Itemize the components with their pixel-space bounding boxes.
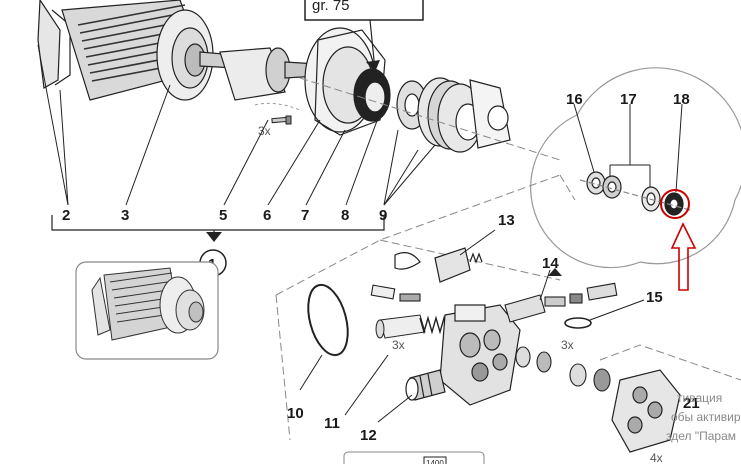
watermark-line-3: здел "Парам [666, 429, 736, 443]
rotor-part [219, 47, 319, 101]
bottom-label-frame [343, 451, 485, 464]
leader-lines-seals [573, 103, 683, 193]
motor-axis-line [299, 77, 561, 161]
qty-spring: 3x [392, 338, 405, 352]
part-number-10: 10 [287, 405, 304, 422]
motor-housing [37, 0, 236, 101]
reference-box: gr. 75 [312, 0, 350, 14]
manifold-part [611, 369, 681, 453]
part-number-13: 13 [498, 212, 515, 229]
leader-lines-motor [37, 44, 436, 206]
bottom-label: 1400 [426, 459, 444, 464]
seal-parts [579, 171, 691, 216]
valve-pointer [548, 268, 562, 276]
qty-bolts: 4x [650, 451, 663, 464]
part-number-15: 15 [646, 289, 663, 306]
o-ring-part [307, 283, 349, 357]
qty-screws-motor: 3x [258, 124, 271, 138]
motor-screw [254, 102, 301, 125]
part-number-12: 12 [360, 427, 377, 444]
reference-box-frame [304, 0, 424, 21]
flange-housing [304, 27, 391, 136]
part-number-5: 5 [219, 207, 227, 224]
part-number-8: 8 [341, 207, 349, 224]
part-number-6: 6 [263, 207, 271, 224]
qty-valves: 3x [561, 338, 574, 352]
group-pointer-arrow [206, 232, 222, 242]
part-number-9: 9 [379, 207, 387, 224]
part-number-16: 16 [566, 91, 583, 108]
part-number-14: 14 [542, 255, 559, 272]
piston-spring [375, 314, 449, 339]
part-number-11: 11 [324, 415, 340, 432]
pump-head [439, 304, 521, 406]
highlight-circle [660, 189, 690, 219]
bearing-pulley-set [396, 77, 511, 153]
pump-dashed-frame [275, 174, 741, 441]
watermark-line-2: обы активир [671, 410, 741, 424]
seal-ring-part [564, 317, 592, 329]
watermark-line-1: тивация [677, 391, 722, 405]
detail-circle [530, 67, 741, 269]
part-number-7: 7 [301, 207, 309, 224]
bracket-part [394, 247, 483, 283]
part-number-17: 17 [620, 91, 637, 108]
highlight-arrow [670, 222, 697, 291]
motor-thumbnail-drawing [91, 267, 205, 341]
part-number-21: 21 [683, 395, 700, 412]
valve-parts [515, 346, 611, 392]
part-number-3: 3 [121, 207, 129, 224]
valve-row-parts [370, 282, 618, 323]
part-number-18: 18 [673, 91, 690, 108]
group-bracket [51, 215, 385, 231]
inlet-fitting [405, 369, 446, 401]
part-number-2: 2 [62, 207, 70, 224]
